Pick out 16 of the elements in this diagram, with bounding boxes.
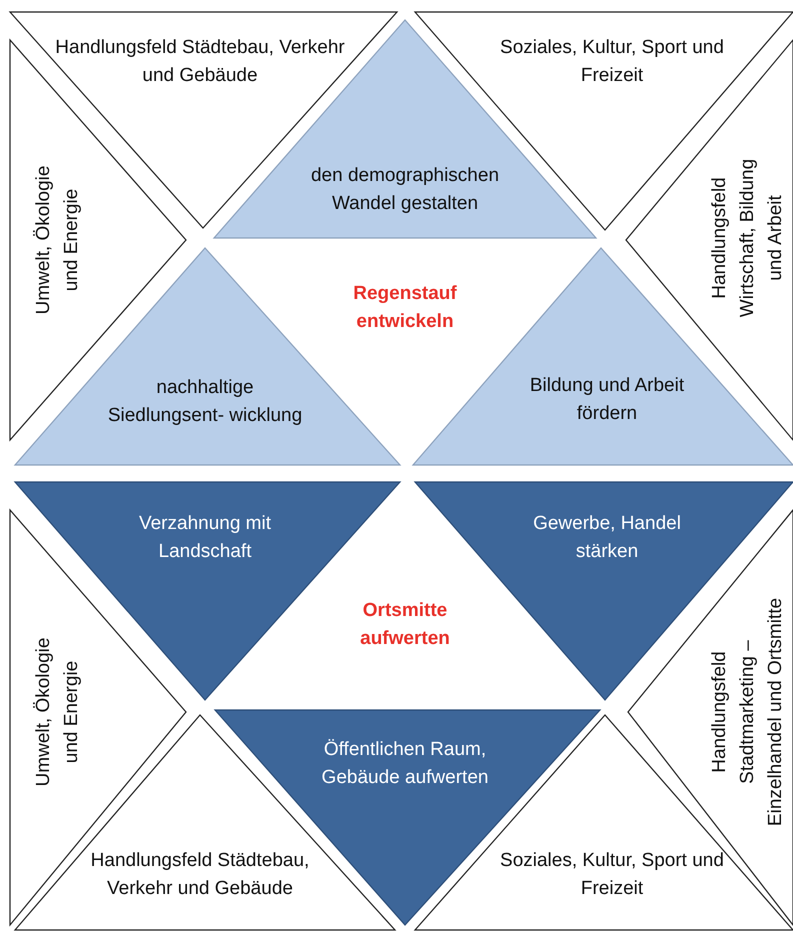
- panel-text: Handlungsfeld Städtebau, Verkehr und Gebäude: [90, 849, 310, 901]
- panel-text: Öffentlichen Raum, Gebäude aufwerten: [320, 738, 490, 790]
- panel-text: Bildung und Arbeit fördern: [528, 374, 686, 426]
- panel-text: Verzahnung mit Landschaft: [138, 512, 272, 564]
- panel-text: Umwelt, Ökologie und Energie: [32, 164, 83, 316]
- panel-text: Handlungsfeld Stadtmarketing – Einzelhandel und Ortsmitte: [708, 596, 787, 828]
- panel-text: nachhaltige Siedlungsent- wicklung: [106, 376, 304, 428]
- panel-text: den demographischen Wandel gestalten: [310, 164, 500, 216]
- panel-text: Gewerbe, Handel stärken: [532, 512, 682, 564]
- panel-text: Handlungsfeld Wirtschaft, Bildung und Arbeit: [708, 158, 787, 320]
- center-heading: Ortsmitte aufwerten: [359, 599, 451, 651]
- panel-text: Soziales, Kultur, Sport und Freizeit: [499, 36, 725, 88]
- center-heading: Regenstauf entwickeln: [352, 282, 458, 334]
- panel-text: Handlungsfeld Städtebau, Verkehr und Gebäude: [54, 36, 346, 88]
- panel-text: Soziales, Kultur, Sport und Freizeit: [499, 849, 725, 901]
- panel-text: Umwelt, Ökologie und Energie: [32, 636, 83, 788]
